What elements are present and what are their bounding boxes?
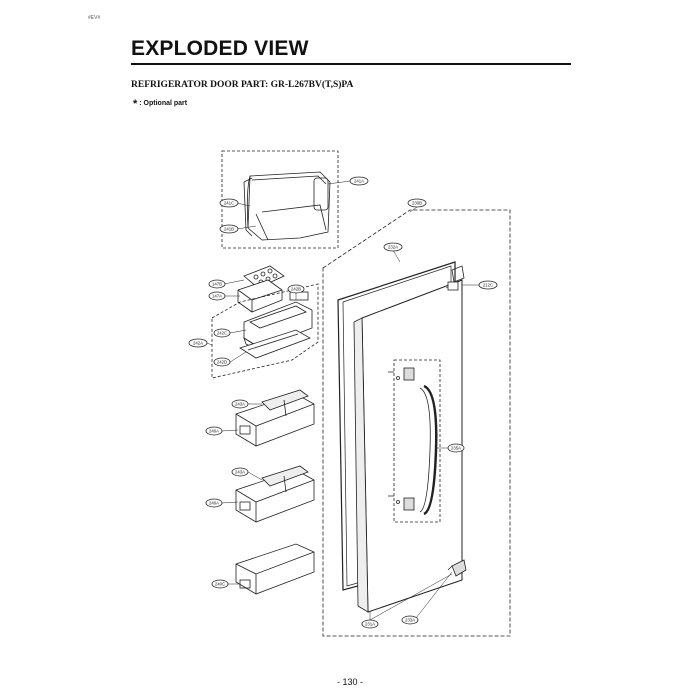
page-number: - 130 - [336,677,363,687]
svg-text:240C: 240C [215,582,225,587]
svg-text:240A: 240A [209,429,219,434]
part-label-233A: 233A [401,615,419,625]
part-label-241A: 241A [349,176,369,186]
part-label-242D: 242D [213,357,231,367]
svg-text:235A: 235A [451,446,461,451]
svg-text:243A: 243A [235,402,245,407]
optional-part-note-text: : Optional part [139,100,188,107]
part-label-232A: 232A [383,242,403,252]
part-label-243A-lower: 243A [231,467,249,477]
part-label-242C: 242C [213,328,231,338]
egg-tray-group [237,265,285,313]
door-assembly-outline [322,209,511,637]
svg-text:240A: 240A [209,501,219,506]
part-label-147B: 147B [208,279,226,289]
optional-part-symbol: * [133,98,138,110]
page-title: EXPLODED VIEW [131,37,309,60]
dairy-compartment-group [211,283,319,379]
svg-text:147B: 147B [212,282,222,287]
door-bin-middle [235,465,315,523]
door-panel [353,265,465,613]
svg-text:242D: 242D [217,360,227,365]
svg-text:147A: 147A [212,294,222,299]
svg-text:231A: 231A [365,622,375,627]
svg-text:242A: 242A [193,341,203,346]
lower-hinge [447,559,467,577]
page-subtitle: REFRIGERATOR DOOR PART: GR-L267BV(T,S)PA [131,80,354,90]
svg-text:232A: 232A [388,245,398,250]
corner-code: #EV# [88,15,101,21]
part-label-147A: 147A [208,291,226,301]
svg-text:233A: 233A [405,618,415,623]
part-label-240C: 240C [211,579,229,589]
part-label-241B: 241B [219,224,239,234]
upper-basket-group [221,150,339,249]
optional-part-note: *: Optional part [133,98,187,110]
part-label-230B: 230B [407,198,427,208]
part-label-240A-lower: 240A [205,498,223,508]
svg-text:241C: 241C [224,201,234,206]
part-label-242A: 242A [188,338,208,348]
part-label-242B: 242B [287,284,305,294]
svg-text:212C: 212C [483,283,493,288]
part-label-240A-upper: 240A [205,426,223,436]
part-label-212C: 212C [478,280,498,290]
svg-text:241A: 241A [354,179,364,184]
door-bin-lower [235,543,315,595]
part-label-235A: 235A [447,443,465,453]
door-bin-upper [235,389,315,447]
part-label-231A: 231A [361,619,379,629]
door-handle-group [388,359,441,523]
part-label-243A-upper: 243A [231,399,249,409]
svg-text:241B: 241B [224,227,234,232]
part-label-241C: 241C [219,198,239,208]
svg-text:243A: 243A [235,470,245,475]
svg-text:242C: 242C [217,331,227,336]
svg-text:230B: 230B [412,201,422,206]
title-rule [131,63,571,65]
svg-text:242B: 242B [291,287,301,292]
